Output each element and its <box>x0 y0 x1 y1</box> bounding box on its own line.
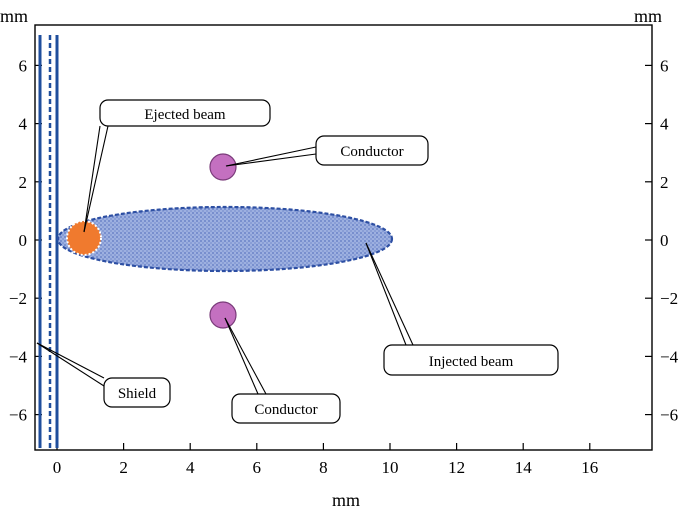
y-tick-label-left: −6 <box>9 406 27 425</box>
y-unit-left: mm <box>0 6 28 26</box>
axis-ticks: 0 2 4 6 8 10 12 14 16 6 6 4 4 2 2 0 0 −2 −2 −4 −4 −6 −6 <box>9 56 679 477</box>
y-tick-label-left: 4 <box>19 115 28 134</box>
shield <box>38 35 59 448</box>
y-tick-label-left: −4 <box>9 347 28 366</box>
x-tick-label: 8 <box>319 458 328 477</box>
y-unit-right: mm <box>634 6 662 26</box>
callout-conductor-top-label: Conductor <box>340 144 403 160</box>
x-tick-label: 6 <box>253 458 262 477</box>
y-tick-label-right: −4 <box>660 347 679 366</box>
plot-frame <box>34 24 653 451</box>
callout-shield: Shield <box>103 377 171 408</box>
conductor-top <box>209 153 237 181</box>
ejected-beam <box>66 220 102 256</box>
y-tick-label-right: −6 <box>660 406 678 425</box>
callout-conductor-bottom-label: Conductor <box>254 402 317 418</box>
y-tick-label-right: 0 <box>660 231 669 250</box>
callout-injected-beam: Injected beam <box>383 344 559 376</box>
y-tick-label-left: 0 <box>19 231 28 250</box>
x-tick-label: 16 <box>581 458 598 477</box>
x-tick-label: 12 <box>448 458 465 477</box>
x-tick-label: 14 <box>515 458 533 477</box>
x-tick-label: 10 <box>382 458 399 477</box>
callout-conductor-bottom: Conductor <box>231 393 341 424</box>
x-tick-label: 4 <box>186 458 195 477</box>
x-tick-label: 2 <box>119 458 128 477</box>
x-tick-label: 0 <box>53 458 62 477</box>
leader-lines <box>36 125 414 395</box>
callout-injected-beam-label: Injected beam <box>429 354 514 370</box>
conductor-bottom <box>209 301 237 329</box>
callout-shield-label: Shield <box>118 386 157 402</box>
callout-ejected-beam-label: Ejected beam <box>144 107 226 123</box>
y-tick-label-right: 6 <box>660 56 669 75</box>
y-tick-label-left: −2 <box>9 289 27 308</box>
callout-conductor-top: Conductor <box>315 135 429 166</box>
x-unit: mm <box>332 490 360 510</box>
y-tick-label-right: −2 <box>660 289 678 308</box>
y-tick-label-left: 2 <box>19 173 28 192</box>
y-tick-label-right: 4 <box>660 115 669 134</box>
injected-beam <box>56 205 394 273</box>
callout-ejected-beam: Ejected beam <box>99 99 271 127</box>
y-tick-label-left: 6 <box>19 56 28 75</box>
y-tick-label-right: 2 <box>660 173 669 192</box>
